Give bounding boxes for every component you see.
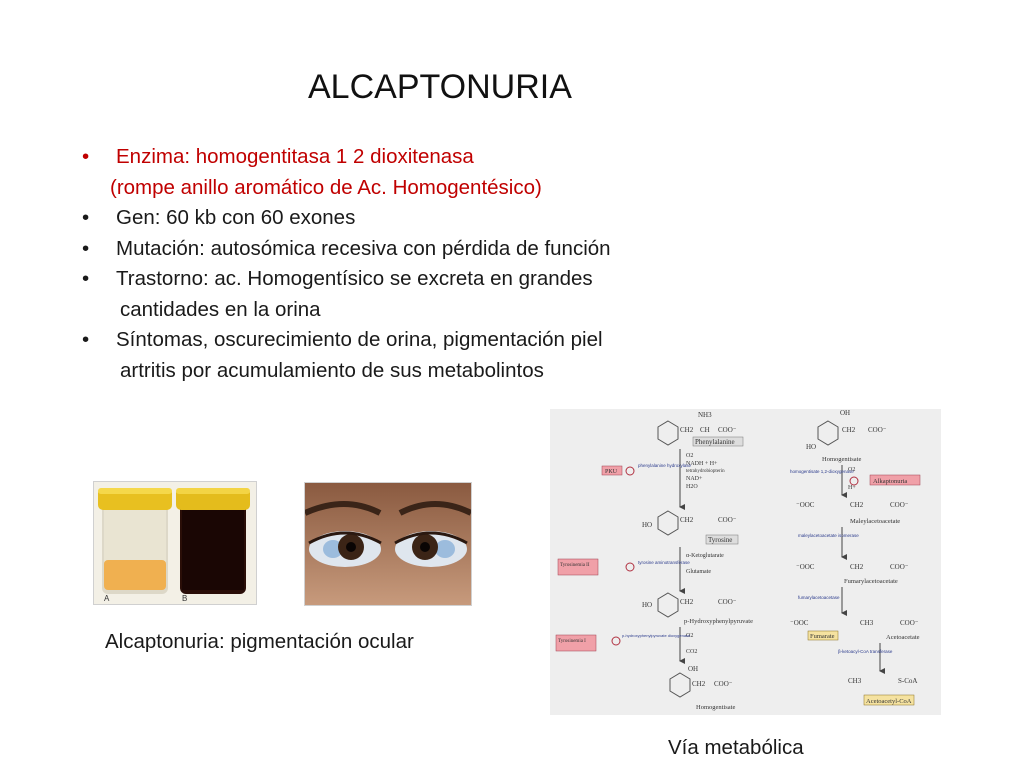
disorder-pku: PKU (605, 469, 618, 475)
group-label: CH2 (842, 426, 856, 434)
bullet-item: • Enzima: homogentitasa 1 2 dioxitenasa … (82, 142, 722, 203)
group-label: COO⁻ (890, 563, 909, 571)
cofactor-label: O2 (848, 467, 855, 473)
metabolite-fumarylacetoacetate: Fumarylacetoacetate (844, 578, 898, 585)
bullet-text: Síntomas, oscurecimiento de orina, pigme… (116, 328, 603, 351)
group-label: S-CoA (898, 677, 917, 685)
enzyme-label: maleylacetoacetate isomerase (798, 533, 859, 538)
cofactor-label: O2 (686, 633, 693, 639)
disorder-tyrosinemia-i: Tyrosinemia I (558, 639, 586, 644)
group-label: ⁻OOC (796, 563, 815, 571)
group-label: COO⁻ (718, 516, 737, 524)
cofactor-label: H+ (848, 485, 856, 491)
cofactor-label: NADH + H+ (686, 461, 718, 467)
metabolite-homogentisate: Homogentisate (696, 704, 735, 711)
urine-jars-illustration: A B (94, 482, 256, 604)
slide-title: ALCAPTONURIA (308, 68, 572, 106)
cofactor-label: O2 (686, 453, 693, 459)
group-label: CH2 (680, 426, 694, 434)
group-label: CH2 (850, 501, 864, 509)
block-icon (625, 562, 635, 572)
disorder-tyrosinemia-ii: Tyrosinemia II (560, 563, 590, 568)
group-label: CH (700, 426, 710, 434)
group-label: COO⁻ (890, 501, 909, 509)
bullet-text: Trastorno: ac. Homogentísico se excreta … (116, 267, 593, 290)
group-label: HO (642, 521, 652, 529)
group-label: CH3 (860, 619, 874, 627)
group-label: CH2 (680, 516, 694, 524)
group-label: CH2 (692, 680, 706, 688)
cofactor-label: H2O (686, 484, 698, 490)
group-label: COO⁻ (868, 426, 887, 434)
benzene-ring-icon (669, 672, 691, 698)
bullet-dot: • (82, 145, 90, 168)
pathway-caption: Vía metabólica (668, 736, 804, 759)
block-icon (611, 636, 621, 646)
group-label: COO⁻ (900, 619, 919, 627)
metabolite-maleylacetoacetate: Maleylacetoacetate (850, 518, 900, 525)
metabolite-homogentisate-right: Homogentisate (822, 456, 861, 463)
enzyme-label: fumarylacetoacetase (798, 595, 840, 600)
group-label: HO (806, 443, 816, 451)
bullet-item: • Gen: 60 kb con 60 exones (82, 203, 722, 234)
bullet-text: Enzima: homogentitasa 1 2 dioxitenasa (116, 145, 474, 168)
bullet-continuation: cantidades en la orina (120, 297, 321, 321)
metabolite-tyrosine: Tyrosine (708, 536, 732, 544)
enzyme-label: tyrosine aminotransferase (638, 560, 690, 565)
group-label: CH2 (850, 563, 864, 571)
jar-label-b: B (182, 594, 187, 603)
pathway-diagram: CH2 CH COO⁻ NH3 Phenylalanine O2 NADH + … (555, 409, 921, 711)
cofactor-label: Glutamate (686, 569, 711, 575)
cofactor-label: α-Ketoglutarate (686, 553, 724, 559)
bullet-list: • Enzima: homogentitasa 1 2 dioxitenasa … (82, 142, 722, 386)
ocular-pigmentation-photo (304, 482, 472, 606)
group-label: HO (642, 601, 652, 609)
benzene-ring-icon (657, 592, 679, 618)
disorder-alkaptonuria: Alkaptonuria (873, 478, 907, 485)
cofactor-label: tetrahydrobiopterin (686, 469, 725, 474)
cofactor-label: CO2 (686, 649, 697, 655)
group-label: ⁻OOC (790, 619, 809, 627)
bullet-continuation: (rompe anillo aromático de Ac. Homogenté… (110, 175, 542, 199)
bullet-text: Gen: 60 kb con 60 exones (116, 206, 356, 229)
group-label: COO⁻ (718, 426, 737, 434)
bullet-dot: • (82, 236, 90, 260)
bullet-item: • Síntomas, oscurecimiento de orina, pig… (82, 325, 722, 386)
jar-label-a: A (104, 594, 110, 603)
group-label: COO⁻ (718, 598, 737, 606)
benzene-ring-icon (817, 420, 839, 446)
group-label: OH (688, 665, 698, 673)
metabolite-acetoacetyl-coa: Acetoacetyl-CoA (866, 698, 912, 705)
bullet-dot: • (82, 267, 90, 290)
group-label: COO⁻ (714, 680, 733, 688)
metabolic-pathway-figure: CH2 CH COO⁻ NH3 Phenylalanine O2 NADH + … (550, 409, 941, 715)
enzyme-label: phenylalanine hydroxylase (638, 463, 692, 468)
urine-jars-photo: A B (93, 481, 257, 605)
enzyme-label: homogentisate 1,2-dioxygenase (790, 469, 854, 474)
benzene-ring-icon (657, 420, 679, 446)
metabolite-phenylalanine: Phenylalanine (695, 438, 735, 446)
cofactor-label: NAD+ (686, 476, 703, 482)
enzyme-label: β-ketoacyl-CoA transferase (838, 649, 893, 654)
bullet-text: Mutación: autosómica recesiva con pérdid… (116, 236, 611, 260)
metabolite-acetoacetate: Acetoacetate (886, 634, 920, 641)
bullet-item: • Trastorno: ac. Homogentísico se excret… (82, 264, 722, 325)
metabolite-hydroxyphenylpyruvate: p-Hydroxyphenylpyruvate (684, 618, 753, 625)
group-label: OH (840, 409, 850, 417)
group-label: NH3 (698, 411, 712, 419)
group-label: CH3 (848, 677, 862, 685)
bullet-dot: • (82, 206, 90, 229)
enzyme-label: p-hydroxyphenylpyruvate dioxygenase (622, 633, 691, 638)
group-label: ⁻OOC (796, 501, 815, 509)
group-label: CH2 (680, 598, 694, 606)
block-icon (625, 466, 635, 476)
metabolite-fumarate: Fumarate (810, 633, 835, 640)
ocular-caption: Alcaptonuria: pigmentación ocular (105, 630, 414, 653)
bullet-item: • Mutación: autosómica recesiva con pérd… (82, 234, 722, 265)
block-icon (849, 476, 859, 486)
bullet-dot: • (82, 328, 90, 351)
bullet-continuation: artritis por acumulamiento de sus metabo… (120, 358, 544, 382)
eyes-illustration (305, 483, 471, 605)
benzene-ring-icon (657, 510, 679, 536)
